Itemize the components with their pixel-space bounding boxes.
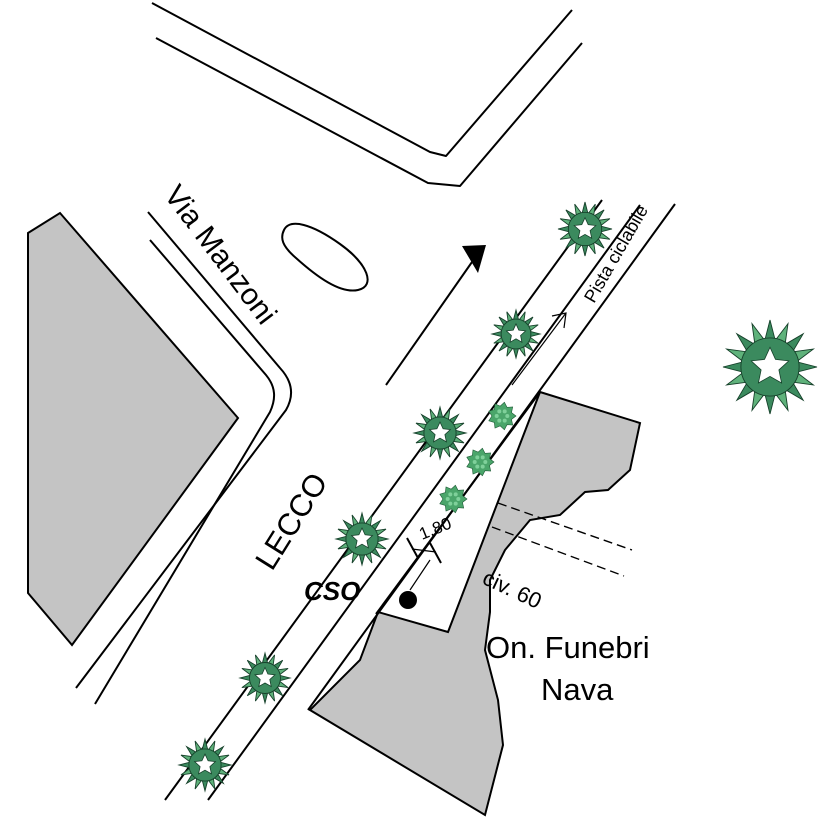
- tree-icon: [490, 308, 542, 360]
- dashed-boundary-1: [497, 502, 633, 551]
- tree-icon: [412, 405, 468, 461]
- road-edge-manzoni-right: [94, 239, 276, 705]
- traffic-island: [281, 222, 369, 292]
- tree-icon: [334, 511, 390, 567]
- sidewalk-line-2: [207, 204, 641, 801]
- city-label-lecco: LECCO: [248, 467, 334, 576]
- arrow-icon: [551, 312, 567, 329]
- traffic-direction-arrow: [385, 245, 486, 386]
- arrow-icon: [462, 245, 486, 273]
- bush-icon: [466, 447, 495, 477]
- bush-row: [439, 401, 517, 514]
- business-name-line-2: Nava: [541, 672, 614, 707]
- street-label-via-manzoni: Via Manzoni: [157, 179, 282, 330]
- width-measure-label: 1,80: [416, 514, 454, 544]
- tree-icon: [557, 201, 613, 257]
- tree-icon: [722, 319, 818, 415]
- tree-icon: [177, 737, 233, 793]
- sidewalk-line-1: [164, 199, 603, 801]
- city-block-outline: [151, 2, 573, 157]
- building-block-left: [27, 211, 240, 647]
- cso-point-marker: [399, 591, 417, 609]
- cso-label: CSO: [304, 576, 360, 606]
- dashed-boundary-2: [491, 526, 625, 577]
- tree-icon: [238, 651, 292, 705]
- bush-icon: [439, 484, 468, 514]
- bike-direction-arrow: [511, 312, 567, 386]
- width-measure-marker: [406, 537, 442, 591]
- building-block-funeral-home: [308, 390, 642, 817]
- bush-icon: [488, 401, 517, 431]
- tree-row: [177, 201, 818, 793]
- business-name-line-1: On. Funebri: [486, 630, 650, 665]
- road-edge-top: [155, 37, 583, 187]
- road-edge-manzoni-left: [75, 211, 293, 689]
